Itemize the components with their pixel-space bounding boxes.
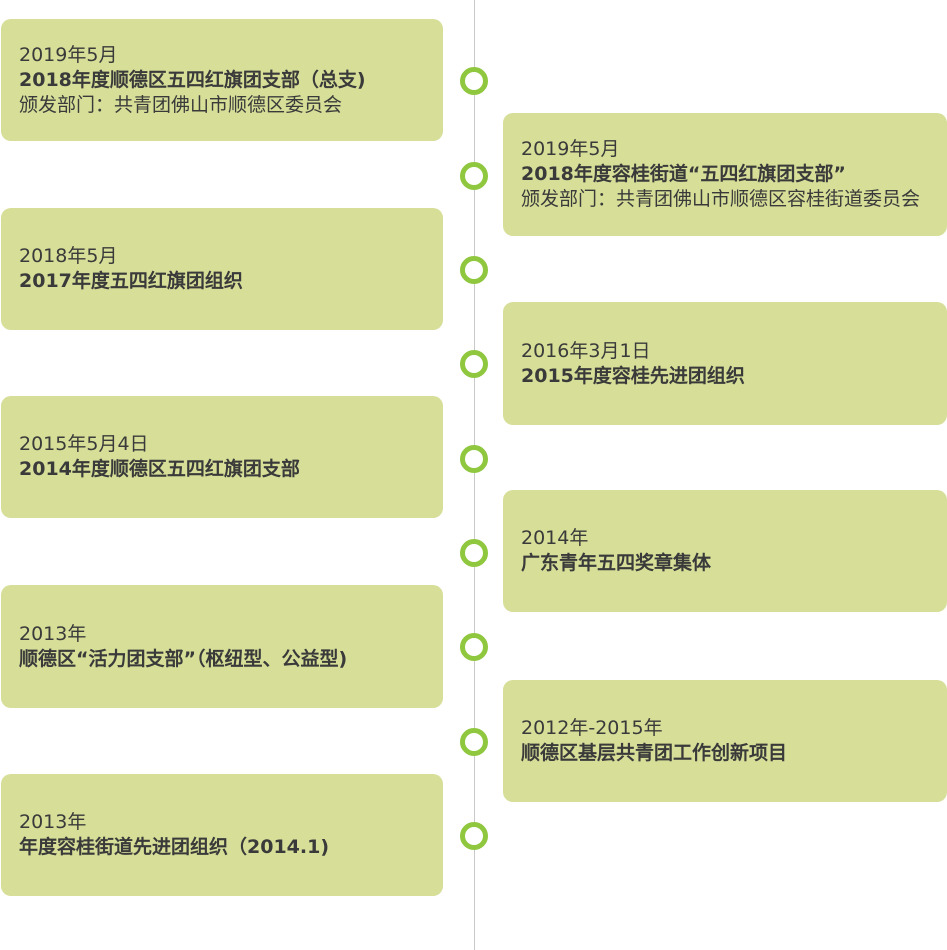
timeline-card: 2018年5月 2017年度五四红旗团组织 xyxy=(1,208,443,330)
award-date: 2013年 xyxy=(19,811,87,833)
award-title: 顺德区“活力团支部”（枢纽型、公益型) xyxy=(19,647,348,670)
award-date: 2019年5月 xyxy=(521,138,620,160)
timeline-card: 2015年5月4日 2014年度顺德区五四红旗团支部 xyxy=(1,396,443,518)
timeline-node xyxy=(460,256,488,284)
award-date: 2016年3月1日 xyxy=(521,339,651,362)
timeline-card: 2019年5月 2018年度容桂街道“五四红旗团支部” 颁发部门：共青团佛山市顺… xyxy=(503,113,947,236)
timeline-node xyxy=(460,822,488,850)
award-title: 广东青年五四奖章集体 xyxy=(521,552,712,574)
timeline-card: 2014年 广东青年五四奖章集体 xyxy=(503,490,947,612)
timeline-card: 2013年 顺德区“活力团支部”（枢纽型、公益型) xyxy=(1,585,443,708)
timeline-card: 2012年-2015年 顺德区基层共青团工作创新项目 xyxy=(503,680,947,802)
timeline-card: 2016年3月1日 2015年度容桂先进团组织 xyxy=(503,302,947,425)
award-title: 2017年度五四红旗团组织 xyxy=(19,270,243,292)
award-issuer: 颁发部门：共青团佛山市顺德区容桂街道委员会 xyxy=(521,188,921,210)
award-title: 2018年度顺德区五四红旗团支部（总支) xyxy=(19,68,366,91)
timeline-card: 2019年5月 2018年度顺德区五四红旗团支部（总支) 颁发部门：共青团佛山市… xyxy=(1,19,443,141)
award-date: 2013年 xyxy=(19,622,87,645)
award-date: 2014年 xyxy=(521,527,589,549)
timeline-node xyxy=(460,67,488,95)
award-date: 2018年5月 xyxy=(19,245,118,267)
award-date: 2012年-2015年 xyxy=(521,717,663,739)
award-title: 2015年度容桂先进团组织 xyxy=(521,364,745,387)
award-date: 2019年5月 xyxy=(19,43,118,66)
award-title: 年度容桂街道先进团组织（2014.1) xyxy=(19,836,330,858)
timeline-card: 2013年 年度容桂街道先进团组织（2014.1) xyxy=(1,774,443,896)
timeline-node xyxy=(460,445,488,473)
timeline-node xyxy=(460,350,488,378)
award-date: 2015年5月4日 xyxy=(19,433,149,455)
timeline-node xyxy=(460,728,488,756)
award-title: 2014年度顺德区五四红旗团支部 xyxy=(19,458,300,480)
timeline-node xyxy=(460,162,488,190)
award-issuer: 颁发部门：共青团佛山市顺德区委员会 xyxy=(19,93,343,116)
timeline-node xyxy=(460,539,488,567)
award-title: 顺德区基层共青团工作创新项目 xyxy=(521,742,788,764)
timeline-node xyxy=(460,633,488,661)
timeline-line xyxy=(474,0,475,950)
award-title: 2018年度容桂街道“五四红旗团支部” xyxy=(521,163,846,185)
